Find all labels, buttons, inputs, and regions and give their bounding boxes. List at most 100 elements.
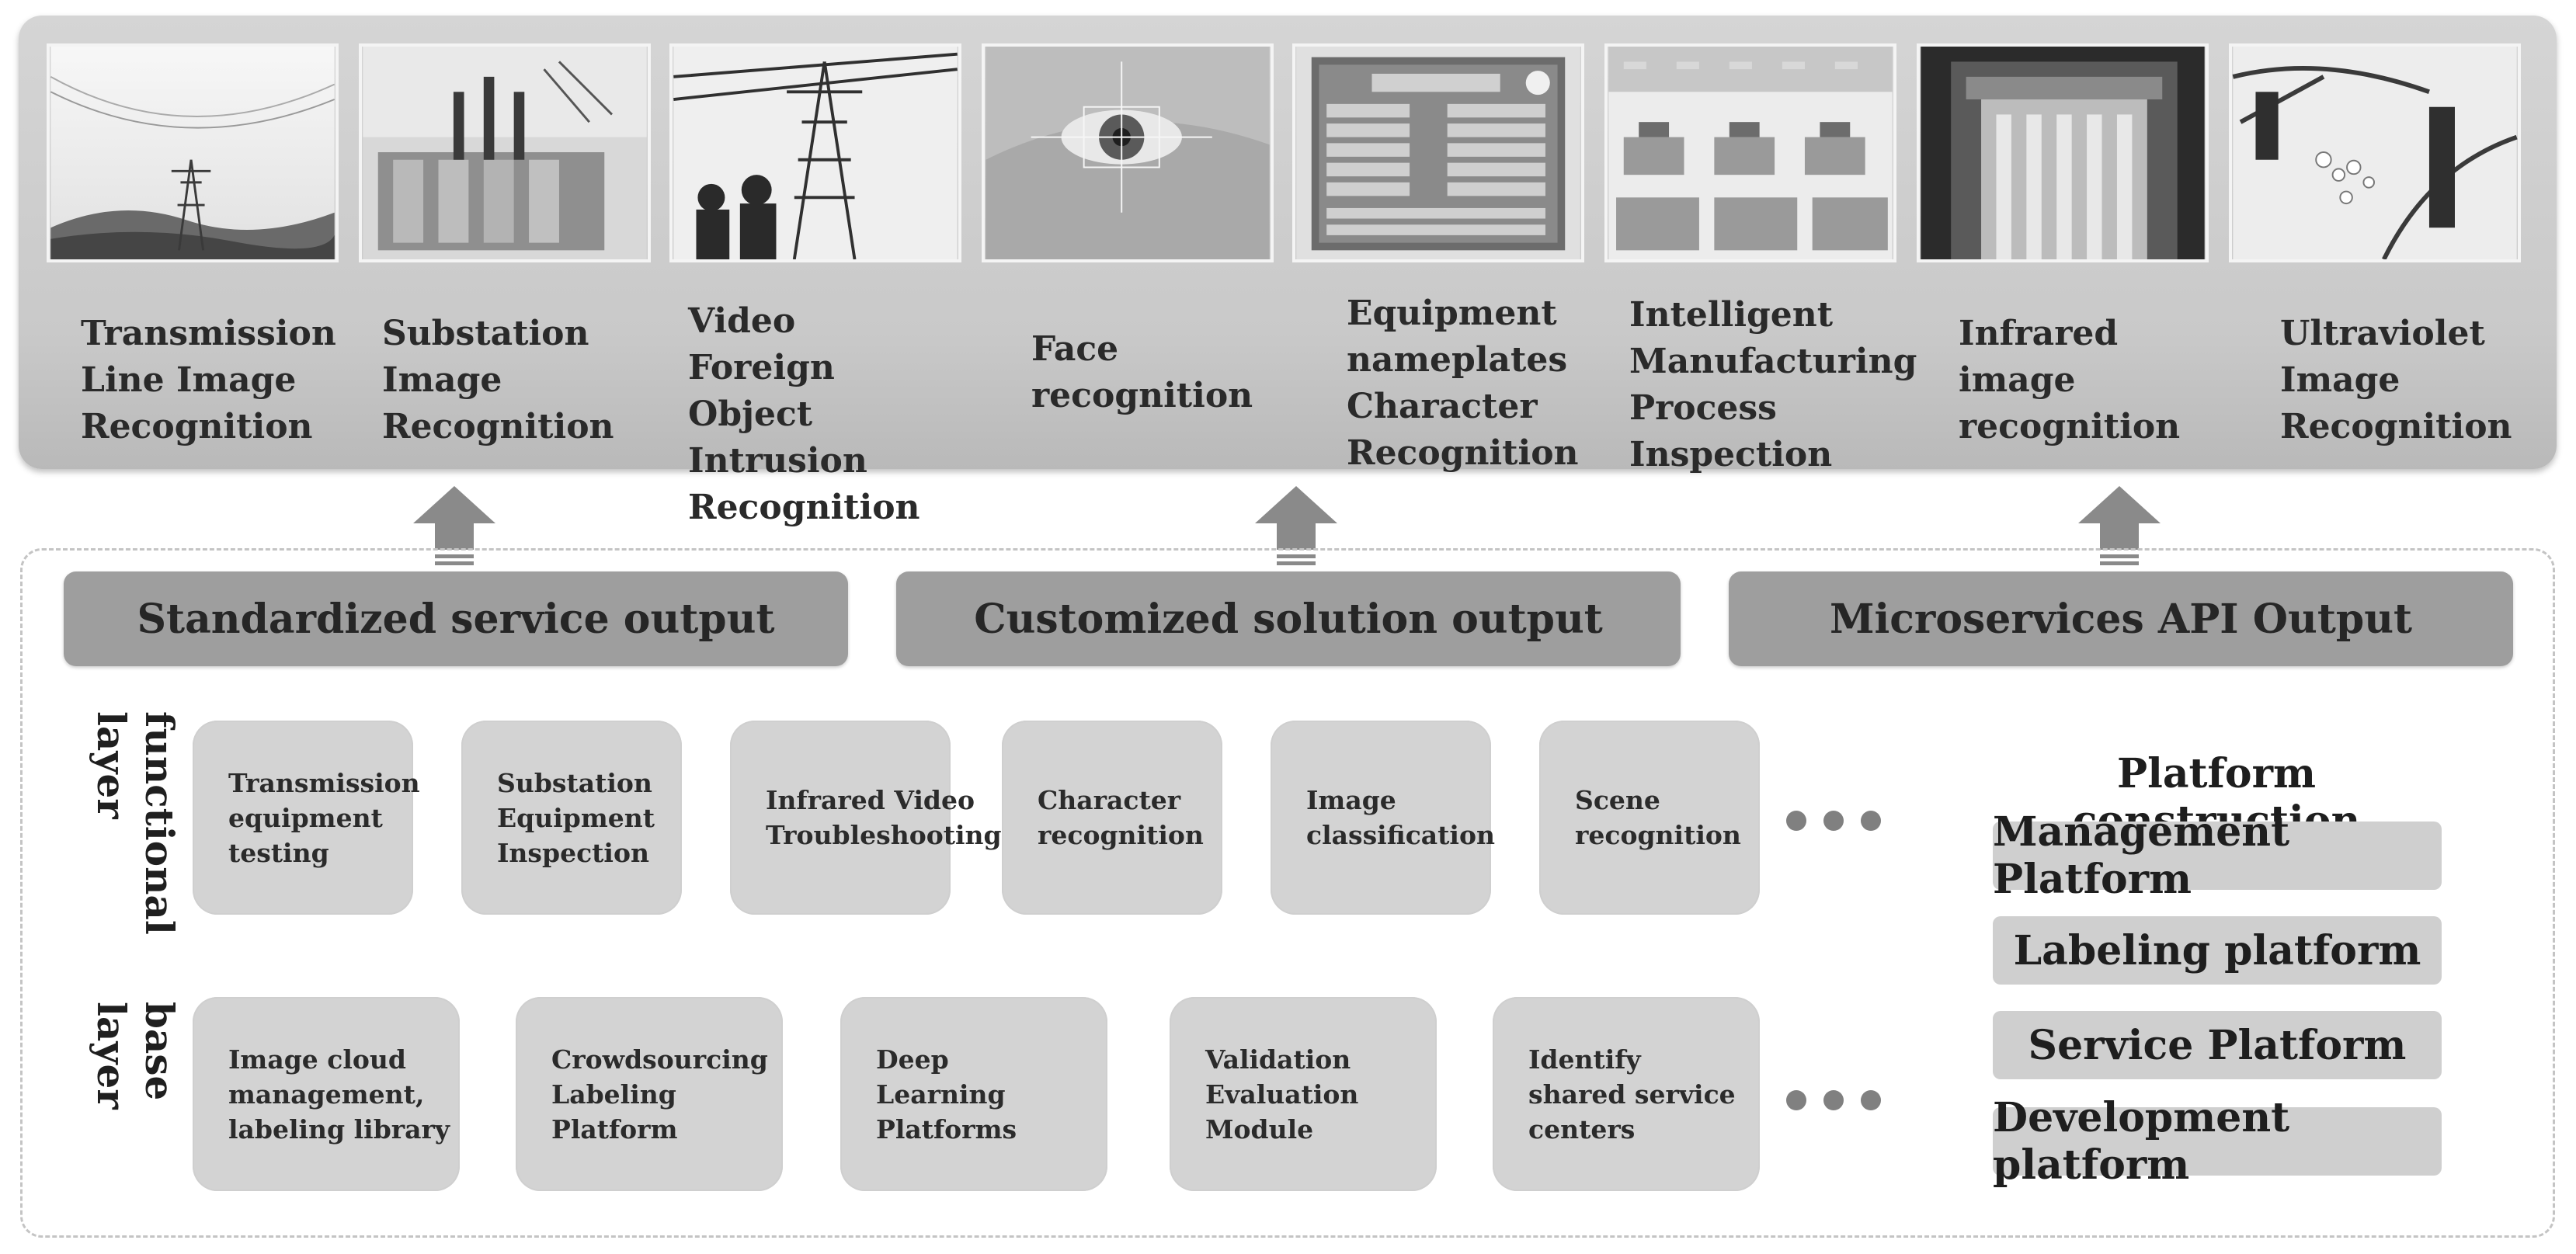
box-text-line: Image cloud — [228, 1044, 407, 1075]
app-label-line: Image — [2280, 360, 2400, 400]
app-label-line: Recognition — [382, 407, 614, 446]
app-label-line: Line Image — [81, 360, 297, 400]
transmission-line-app-card — [47, 43, 339, 262]
app-label-line: image — [1959, 360, 2076, 400]
box-text-line: Substation — [497, 768, 652, 798]
app-label-line: Manufacturing — [1629, 342, 1917, 381]
app-label-line: Recognition — [2280, 407, 2512, 446]
manufacturing-app-card — [1604, 43, 1896, 262]
box-text-line: Identify — [1528, 1044, 1641, 1075]
customized-output-bar: Customized solution output — [896, 571, 1681, 666]
app-label-line: Transmission — [81, 314, 336, 353]
management-platform: Management Platform — [1993, 808, 2442, 903]
box-text-line: Inspection — [497, 838, 649, 868]
ultraviolet-app-card — [2229, 43, 2521, 262]
box-text-line: recognition — [1575, 820, 1741, 850]
box-text-line: Learning — [876, 1079, 1006, 1110]
app-label-line: Infrared — [1959, 314, 2119, 353]
labeling-platform: Labeling platform — [1993, 916, 2442, 985]
box-text-line: equipment — [228, 803, 383, 833]
box-text-line: labeling library — [228, 1114, 450, 1145]
box-text-line: recognition — [1038, 820, 1204, 850]
app-label-line: Recognition — [1347, 433, 1579, 473]
box-text-line: Troubleshooting — [766, 820, 1002, 850]
app-label-line: Ultraviolet — [2280, 314, 2485, 353]
app-label-line: Substation — [382, 314, 589, 353]
box-text-line: testing — [228, 838, 329, 868]
app-label-line: Process — [1629, 388, 1777, 428]
box-text-line: Evaluation — [1205, 1079, 1359, 1110]
app-label-line: Recognition — [81, 407, 313, 446]
app-label-line: Inspection — [1629, 435, 1833, 474]
substation-transformer-photo-icon — [359, 43, 651, 262]
app-label-line: nameplates — [1347, 340, 1568, 380]
transmission-tower-landscape-photo-icon — [47, 43, 339, 262]
up-arrow-icon — [1255, 486, 1337, 565]
box-text-line: management, — [228, 1079, 425, 1110]
app-label-line: recognition — [1959, 407, 2181, 446]
face-app-label: Face recognition — [1031, 326, 1295, 419]
infrared-thermal-photo-icon — [1917, 43, 2209, 262]
scene-recognition-box: Scene recognition — [1539, 721, 1760, 915]
up-arrow-icon — [413, 486, 495, 565]
box-text-line: Transmission — [228, 768, 420, 798]
box-text-line: Validation — [1205, 1044, 1351, 1075]
box-text-line: centers — [1528, 1114, 1636, 1145]
box-text-line: Infrared Video — [766, 785, 975, 815]
workers-and-pylon-photo-icon — [669, 43, 961, 262]
platform-architecture-region — [20, 548, 2555, 1238]
box-text-line: Scene — [1575, 785, 1660, 815]
box-text-line: Module — [1205, 1114, 1314, 1145]
box-text-line: Equipment — [497, 803, 655, 833]
transmission-equipment-testing-box: Transmission equipment testing — [193, 721, 420, 915]
eye-target-photo-icon — [982, 43, 1274, 262]
box-text-line: Platform — [551, 1114, 678, 1145]
substation-app-card — [359, 43, 651, 262]
box-text-line: Labeling — [551, 1079, 676, 1110]
standardized-output-bar: Standardized service output — [64, 571, 848, 666]
app-label-line: Recognition — [688, 488, 920, 527]
shared-service-centers-box: Identify shared service centers — [1493, 997, 1760, 1191]
app-label-line: Character — [1347, 387, 1538, 426]
app-label-line: Intrusion — [688, 441, 867, 481]
infrared-app-card — [1917, 43, 2209, 262]
up-arrow-icon — [2078, 486, 2161, 565]
infrared-app-label: Infrared image recognition — [1959, 311, 2223, 450]
box-text-line: shared service — [1528, 1079, 1736, 1110]
more-ellipsis-icon — [1786, 1090, 1881, 1110]
box-text-line: Crowdsourcing — [551, 1044, 768, 1075]
image-cloud-management-box: Image cloud management, labeling library — [193, 997, 460, 1191]
box-text-line: Image — [1306, 785, 1396, 815]
app-label-line: Video Foreign — [688, 301, 835, 387]
equipment-nameplate-photo-icon — [1292, 43, 1584, 262]
app-label-line: Image — [382, 360, 502, 400]
ultraviolet-insulator-photo-icon — [2229, 43, 2521, 262]
app-label-line: Equipment — [1347, 294, 1557, 333]
microservices-output-bar: Microservices API Output — [1729, 571, 2513, 666]
box-text-line: Platforms — [876, 1114, 1017, 1145]
app-label-line: Face — [1031, 329, 1119, 369]
more-ellipsis-icon — [1786, 811, 1881, 831]
service-platform: Service Platform — [1993, 1011, 2442, 1079]
app-label-line: recognition — [1031, 376, 1253, 415]
video-foreign-object-app-card — [669, 43, 961, 262]
nameplate-app-card — [1292, 43, 1584, 262]
platform-construction-title: Platform construction — [2073, 750, 2361, 845]
app-label-line: Intelligent — [1629, 295, 1834, 335]
app-label-line: Object — [688, 394, 813, 434]
